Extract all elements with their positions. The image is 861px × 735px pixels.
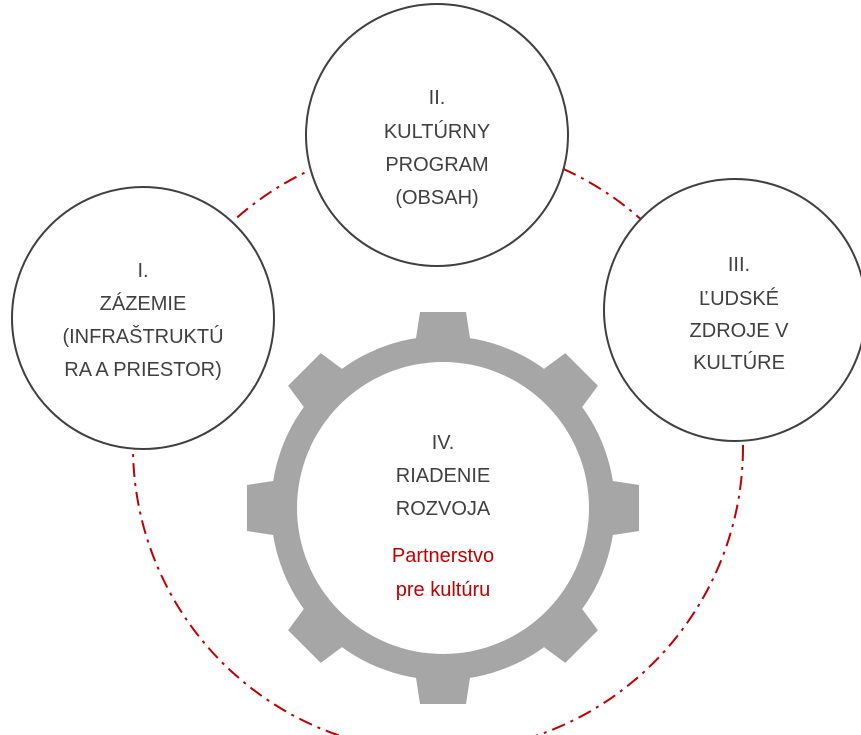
node-development-management-line: RIADENIE (396, 465, 490, 487)
gear (247, 312, 639, 704)
node-facilities-line: RA A PRIESTOR) (64, 359, 221, 381)
node-facilities-label: I. ZÁZEMIE (INFRAŠTRUKTÚ RA A PRIESTOR) (62, 260, 223, 381)
node-facilities: I. ZÁZEMIE (INFRAŠTRUKTÚ RA A PRIESTOR) (11, 186, 275, 450)
node-facilities-line: (INFRAŠTRUKTÚ (62, 325, 223, 348)
node-culture-program-circle (305, 3, 569, 267)
gear-hub (297, 362, 589, 654)
node-human-resources-line: III. (728, 254, 750, 276)
node-development-management-line: IV. (432, 432, 455, 454)
partnership-line: Partnerstvo (392, 545, 494, 567)
node-culture-program-line: II. (429, 87, 446, 109)
node-human-resources-line: ĽUDSKÉ (699, 287, 779, 310)
node-human-resources-label: III. ĽUDSKÉ ZDROJE V KULTÚRE (690, 254, 790, 374)
node-human-resources-line: ZDROJE V (690, 320, 790, 342)
node-facilities-line: I. (137, 260, 148, 282)
node-human-resources: III. ĽUDSKÉ ZDROJE V KULTÚRE (603, 178, 861, 442)
node-development-management-line: ROZVOJA (396, 498, 491, 520)
node-culture-program-label: II. KULTÚRNY PROGRAM (OBSAH) (384, 87, 490, 209)
node-culture-program: II. KULTÚRNY PROGRAM (OBSAH) (305, 3, 569, 267)
node-human-resources-circle (603, 178, 861, 442)
node-facilities-circle (11, 186, 275, 450)
node-facilities-line: ZÁZEMIE (100, 292, 187, 315)
node-culture-program-line: (OBSAH) (395, 187, 478, 209)
partnership-line: pre kultúru (396, 579, 491, 601)
node-human-resources-line: KULTÚRE (693, 351, 785, 374)
node-culture-program-line: KULTÚRNY (384, 120, 490, 143)
node-culture-program-line: PROGRAM (385, 154, 488, 176)
node-development-management-label: IV. RIADENIE ROZVOJA Partnerstvo pre kul… (392, 432, 494, 601)
